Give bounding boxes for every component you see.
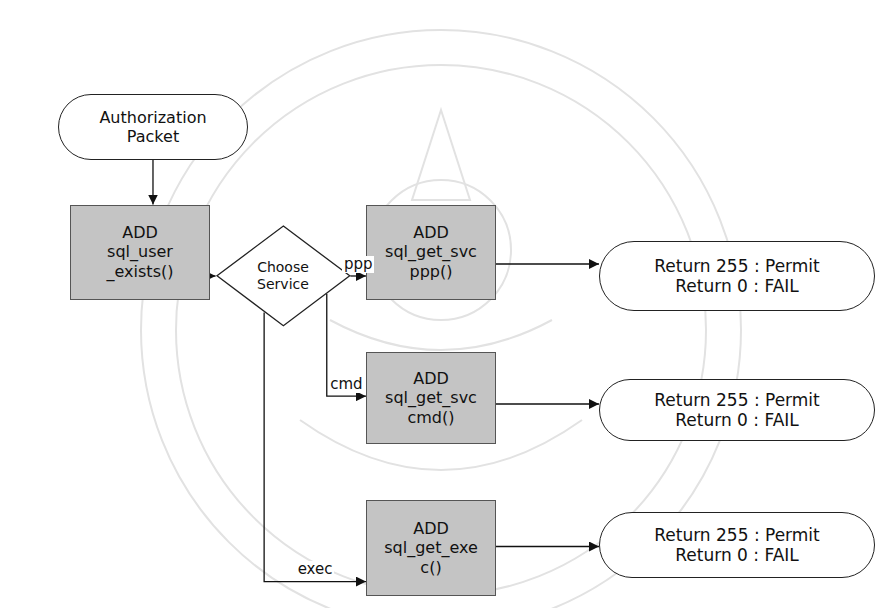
process-box: ADD sql_get_svc cmd(): [366, 352, 496, 444]
terminal-shape: Authorization Packet: [58, 94, 249, 160]
terminal-text: Return 255 : Permit Return 0 : FAIL: [640, 525, 835, 566]
flow-arrow: [496, 403, 599, 404]
terminal-shape: Return 255 : Permit Return 0 : FAIL: [599, 512, 875, 578]
terminal-text: Return 255 : Permit Return 0 : FAIL: [640, 256, 835, 297]
terminal-shape: Return 255 : Permit Return 0 : FAIL: [599, 241, 875, 311]
edge-label: ppp: [342, 256, 375, 273]
flow-arrow: [152, 160, 153, 205]
terminal-text: Return 255 : Permit Return 0 : FAIL: [640, 390, 835, 431]
diamond-outline: [217, 226, 350, 326]
seal-ornament: [412, 110, 470, 200]
flow-arrow: [327, 294, 366, 396]
flow-arrow: [264, 313, 366, 582]
flow-arrow: [496, 546, 599, 547]
process-box: ADD sql_get_svc ppp(): [366, 205, 496, 300]
flow-arrow: [496, 263, 599, 264]
process-text: ADD sql_user _exists(): [93, 223, 188, 281]
edge-label: exec: [296, 561, 335, 578]
decision-text: Choose Service: [248, 259, 318, 293]
terminal-text: Authorization Packet: [85, 108, 220, 146]
process-text: ADD sql_get_exe c(): [376, 519, 486, 577]
process-text: ADD sql_get_svc ppp(): [376, 223, 486, 281]
process-box: ADD sql_user _exists(): [70, 205, 210, 300]
terminal-shape: Return 255 : Permit Return 0 : FAIL: [599, 379, 875, 441]
flow-arrow: [210, 275, 216, 276]
process-text: ADD sql_get_svc cmd(): [376, 369, 486, 427]
edge-label: cmd: [328, 376, 364, 393]
process-box: ADD sql_get_exe c(): [366, 500, 496, 596]
seal-ornament: [330, 320, 552, 350]
decision-diamond: Choose Service: [216, 225, 351, 327]
flow-arrow: [350, 275, 366, 276]
